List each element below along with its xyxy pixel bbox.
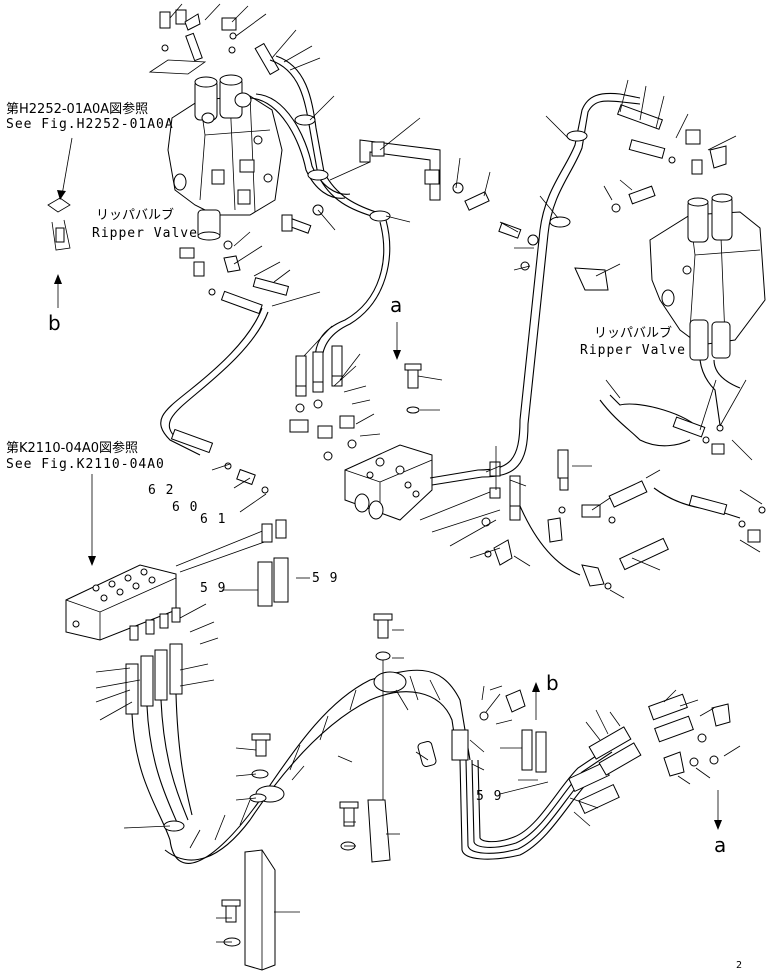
connector-a-bottom: a xyxy=(714,833,728,857)
top-right-fittings xyxy=(611,104,727,213)
part-61: 6 1 xyxy=(200,512,227,527)
ripper-valve-left-en: Ripper Valve xyxy=(92,226,198,241)
leader-lines xyxy=(95,3,763,943)
ref-h2252-jp: 第H2252-01A0A図参照 xyxy=(6,102,149,117)
hose-bundle-lower-left xyxy=(131,669,471,864)
ref-k2110-en: See Fig.K2110-04A0 xyxy=(6,457,165,472)
hose-top-a xyxy=(269,59,379,219)
page-number: 2 xyxy=(736,960,744,971)
top-left-fittings xyxy=(148,9,280,76)
ref-h2252-en: See Fig.H2252-01A0A xyxy=(6,117,174,132)
hose-left-long xyxy=(160,307,263,456)
hose-top-b xyxy=(249,97,346,199)
ripper-valve-right-jp: リッパバルブ xyxy=(594,326,673,341)
part-59-c: 5 9 xyxy=(476,789,503,804)
part-59-a: 5 9 xyxy=(200,581,227,596)
ripper-valve-left-jp: リッパバルブ xyxy=(96,208,175,223)
bracket-bottom xyxy=(221,733,276,971)
bracket-top xyxy=(359,139,490,211)
bracket-right xyxy=(498,222,609,291)
junction-block xyxy=(344,444,433,521)
connector-b-right: b xyxy=(546,671,560,695)
ripper-valve-right xyxy=(649,193,766,361)
control-block-left xyxy=(65,564,177,641)
ripper-valve-left xyxy=(167,74,283,241)
ref-k2110-jp: 第K2110-04A0図参照 xyxy=(6,441,139,456)
connector-b-left: b xyxy=(48,311,62,335)
part-62: 6 2 xyxy=(148,483,175,498)
ripper-valve-right-en: Ripper Valve xyxy=(580,343,686,358)
part-60: 6 0 xyxy=(172,500,199,515)
part-59-b: 5 9 xyxy=(312,571,339,586)
connector-a-top: a xyxy=(390,293,404,317)
